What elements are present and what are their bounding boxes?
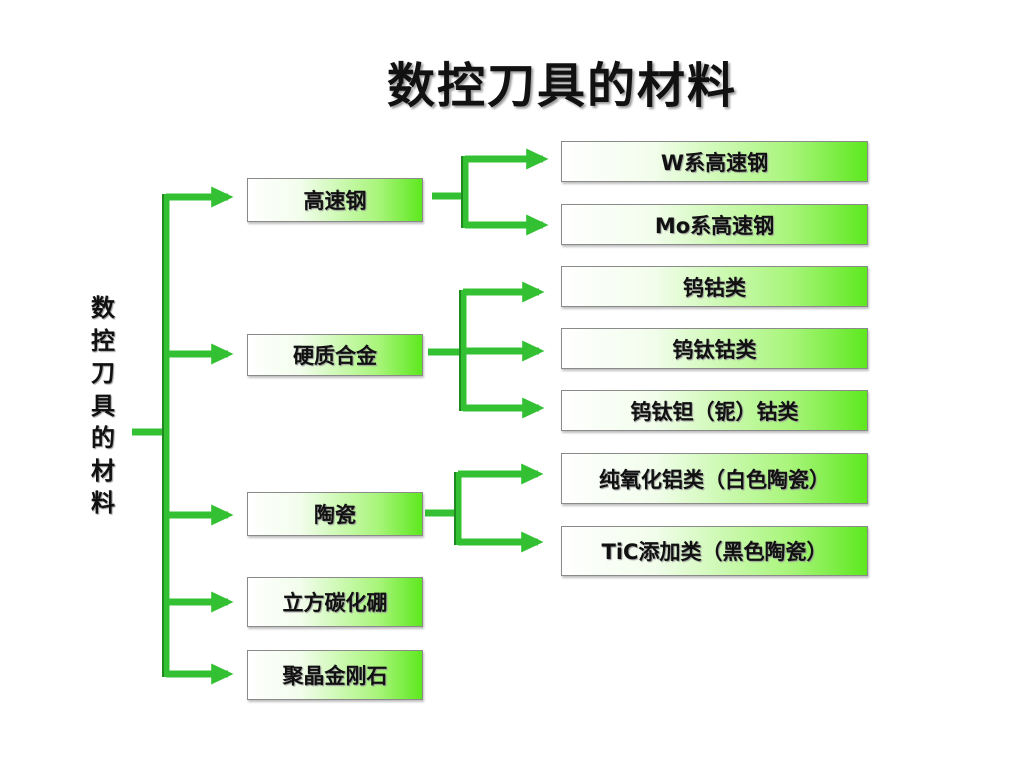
- node-wc-co: 钨钴类: [561, 266, 868, 307]
- node-pcd: 聚晶金刚石: [247, 650, 423, 700]
- root-label-char: 材: [91, 456, 115, 485]
- node-wc-tic-co: 钨钛钴类: [561, 328, 868, 369]
- root-label-char: 的: [91, 424, 115, 452]
- node-wc-tic-tac-co: 钨钛钽（铌）钴类: [561, 390, 868, 431]
- node-mo-high-speed-steel: Mo系高速钢: [561, 204, 868, 245]
- node-w-high-speed-steel: W系高速钢: [561, 141, 868, 182]
- node-black-ceramic: TiC添加类（黑色陶瓷）: [561, 526, 868, 576]
- root-label-char: 数: [91, 294, 115, 322]
- node-ceramics: 陶瓷: [247, 492, 423, 536]
- root-label-vertical: 数 控 刀 具 的 材 料: [86, 292, 120, 520]
- root-label-char: 料: [91, 489, 115, 517]
- node-cbn: 立方碳化硼: [247, 577, 423, 627]
- node-white-ceramic: 纯氧化铝类（白色陶瓷）: [561, 453, 868, 504]
- root-label-char: 控: [91, 326, 115, 355]
- node-cemented-carbide: 硬质合金: [247, 334, 423, 376]
- page-title: 数控刀具的材料: [386, 58, 737, 114]
- root-label-char: 刀: [91, 359, 115, 387]
- root-label-char: 具: [91, 391, 115, 420]
- node-high-speed-steel: 高速钢: [247, 178, 423, 222]
